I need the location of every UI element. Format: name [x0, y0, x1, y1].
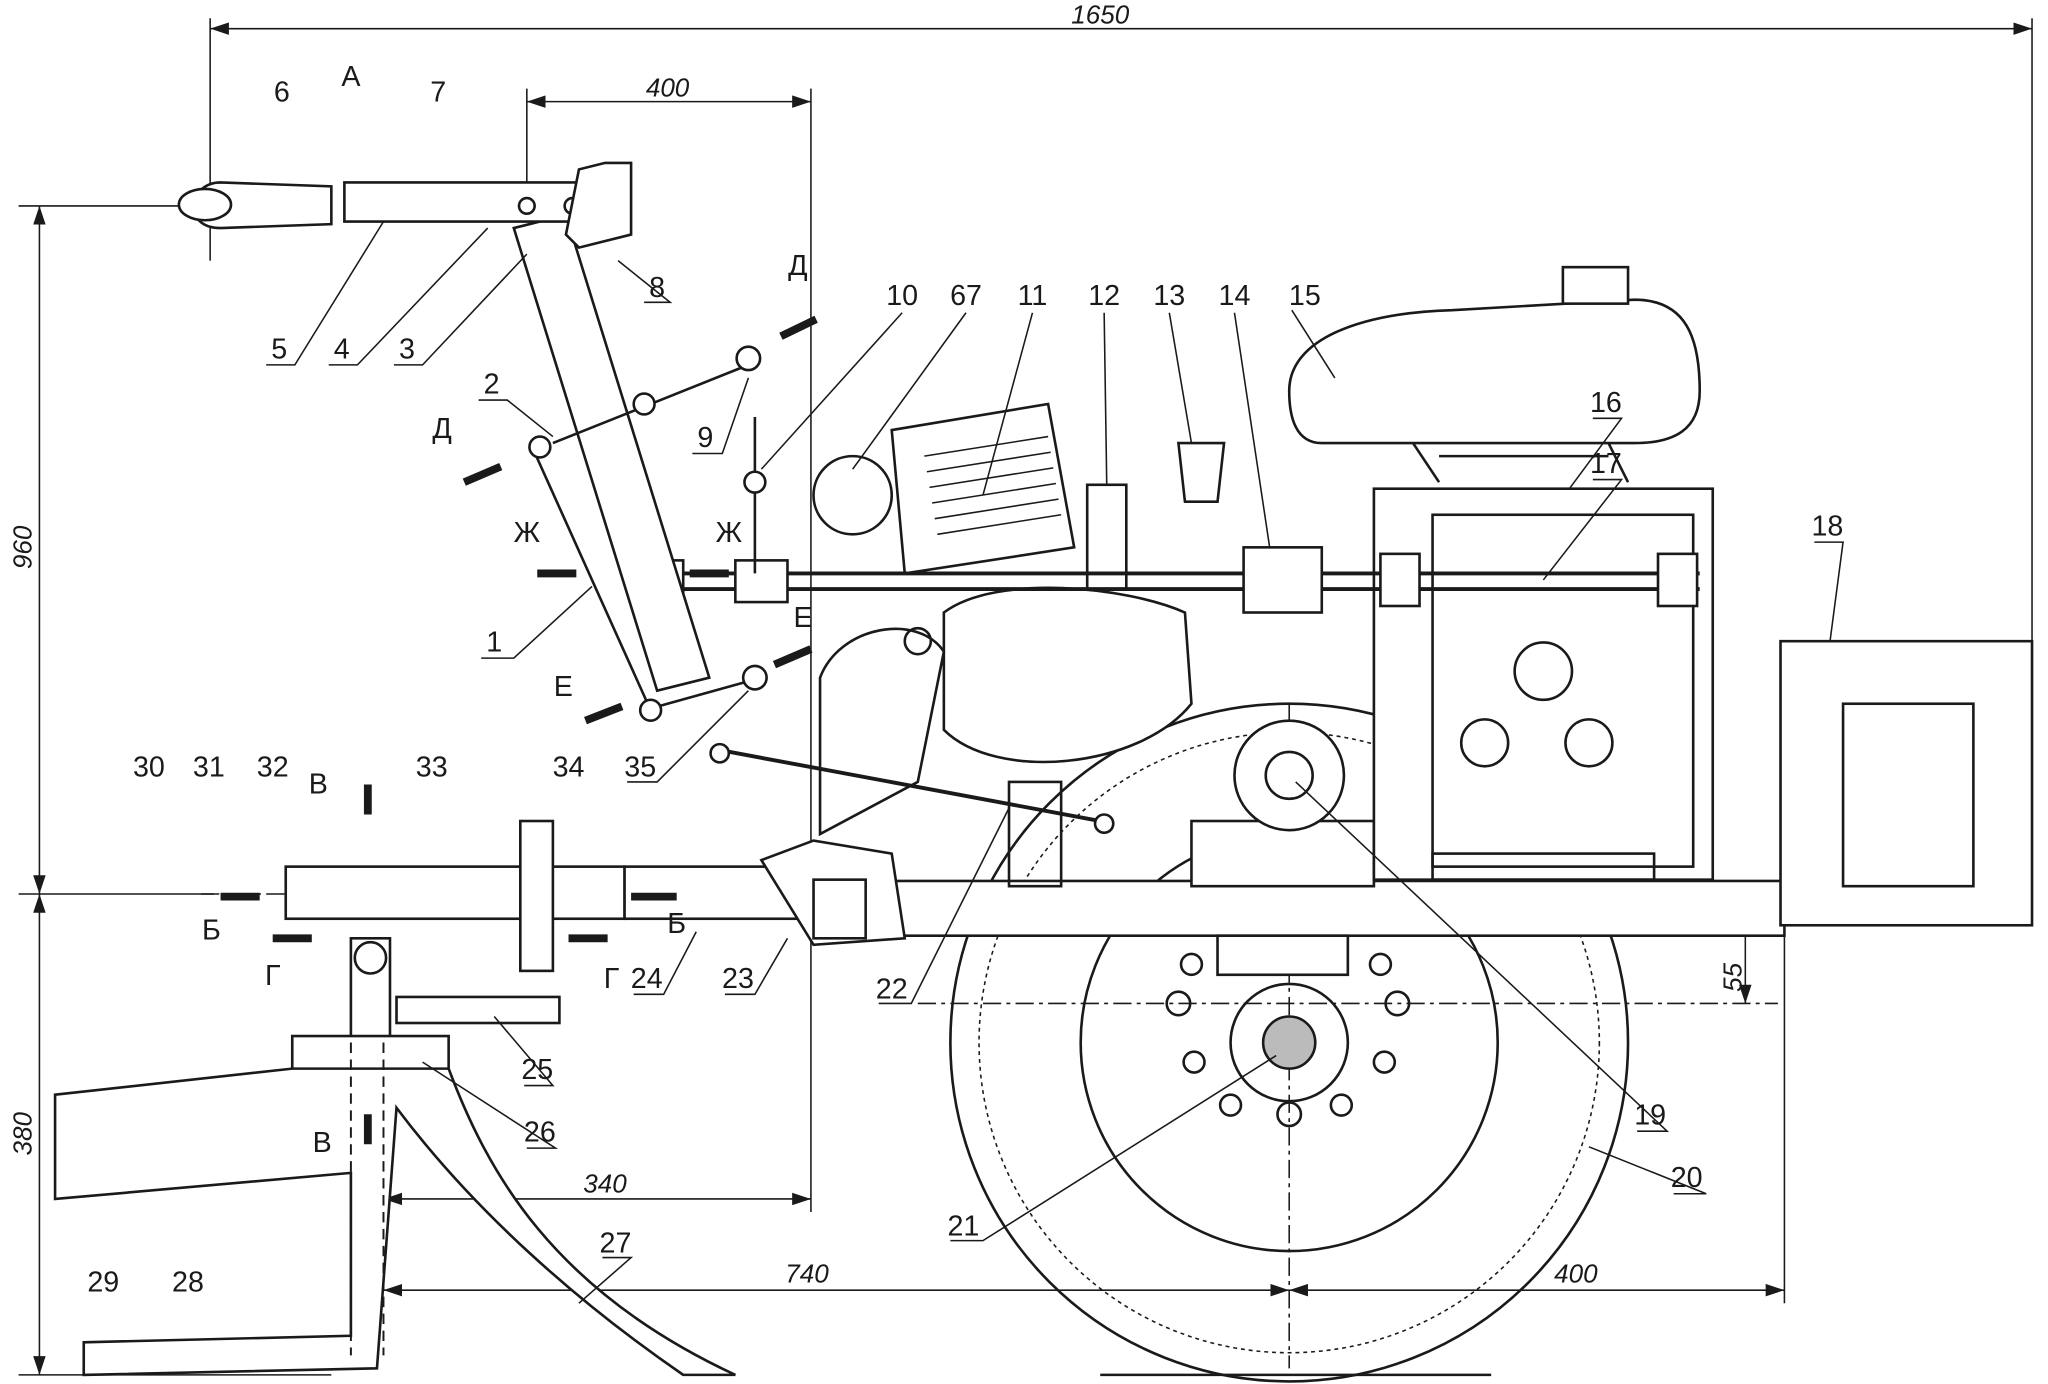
dim-400-bottom: 400: [1554, 1258, 1598, 1288]
section-label-d2: Д: [432, 413, 451, 445]
part-label-67: 67: [950, 280, 982, 312]
section-label-e2: Е: [554, 671, 573, 703]
section-label-d1: Д: [788, 250, 807, 282]
section-label-a: А: [341, 61, 361, 93]
section-label-b2: Б: [667, 908, 686, 940]
part-label-31: 31: [193, 752, 225, 784]
part-label-7: 7: [430, 77, 446, 109]
control-rod: [631, 546, 1700, 614]
part-label-35: 35: [624, 752, 656, 784]
part-label-5: 5: [271, 333, 287, 365]
dim-55: 55: [1717, 962, 1747, 991]
part-label-29: 29: [87, 1266, 119, 1298]
section-label-zh1: Ж: [514, 517, 541, 549]
section-label-v1: В: [309, 769, 328, 801]
part-label-13: 13: [1153, 280, 1185, 312]
part-labels: 6 7 5 4 3 8 2 9 10 67 11 12 13 14 15 16 …: [87, 77, 1843, 1299]
part-label-4: 4: [334, 333, 350, 365]
dim-380: 380: [8, 1112, 38, 1156]
section-letters: А Д Д Ж Ж Е Е В В Б Б Г Г: [202, 61, 813, 1159]
leader-lines: [266, 221, 1844, 1304]
part-label-16: 16: [1590, 387, 1622, 419]
section-label-e1: Е: [794, 602, 813, 634]
dim-1650: 1650: [1071, 0, 1129, 29]
part-label-23: 23: [722, 963, 754, 995]
part-label-30: 30: [133, 752, 165, 784]
section-label-b1: Б: [202, 915, 221, 947]
part-label-10: 10: [886, 280, 918, 312]
part-label-17: 17: [1590, 448, 1622, 480]
fuel-tank: [1287, 265, 1702, 483]
part-label-28: 28: [172, 1266, 204, 1298]
part-label-11: 11: [1018, 280, 1048, 312]
part-label-24: 24: [631, 963, 663, 995]
gearbox: [1372, 487, 1715, 881]
section-label-zh2: Ж: [716, 517, 743, 549]
frame: [812, 780, 1786, 977]
pulley: [1233, 719, 1346, 832]
handlebar: [177, 161, 1115, 835]
dim-740: 740: [785, 1258, 829, 1288]
part-label-20: 20: [1671, 1162, 1703, 1194]
part-label-22: 22: [876, 973, 908, 1005]
section-markers: [220, 315, 818, 1145]
dim-400-top: 400: [646, 72, 690, 102]
part-label-33: 33: [416, 752, 448, 784]
part-label-14: 14: [1219, 280, 1251, 312]
dimension-labels: 1650 400 960 380 340 740 400 55: [8, 0, 1748, 1288]
section-label-v2: В: [313, 1127, 332, 1159]
part-label-1: 1: [486, 627, 502, 659]
rear-box: [1779, 639, 2034, 927]
part-label-3: 3: [399, 333, 415, 365]
part-label-21: 21: [947, 1210, 979, 1242]
part-label-32: 32: [257, 752, 289, 784]
hitch-assembly: [53, 819, 907, 1377]
part-label-8: 8: [649, 272, 665, 304]
dim-340: 340: [583, 1168, 627, 1198]
part-label-15: 15: [1289, 280, 1321, 312]
part-label-12: 12: [1088, 280, 1120, 312]
engine: [812, 402, 1226, 837]
part-label-18: 18: [1811, 511, 1843, 543]
part-label-27: 27: [600, 1227, 632, 1259]
part-label-34: 34: [553, 752, 585, 784]
part-label-9: 9: [697, 422, 713, 454]
part-label-6: 6: [274, 77, 290, 109]
part-label-2: 2: [484, 369, 500, 401]
part-label-26: 26: [524, 1117, 556, 1149]
section-label-g1: Г: [265, 960, 281, 992]
section-label-g2: Г: [604, 963, 620, 995]
dim-960: 960: [8, 525, 38, 569]
